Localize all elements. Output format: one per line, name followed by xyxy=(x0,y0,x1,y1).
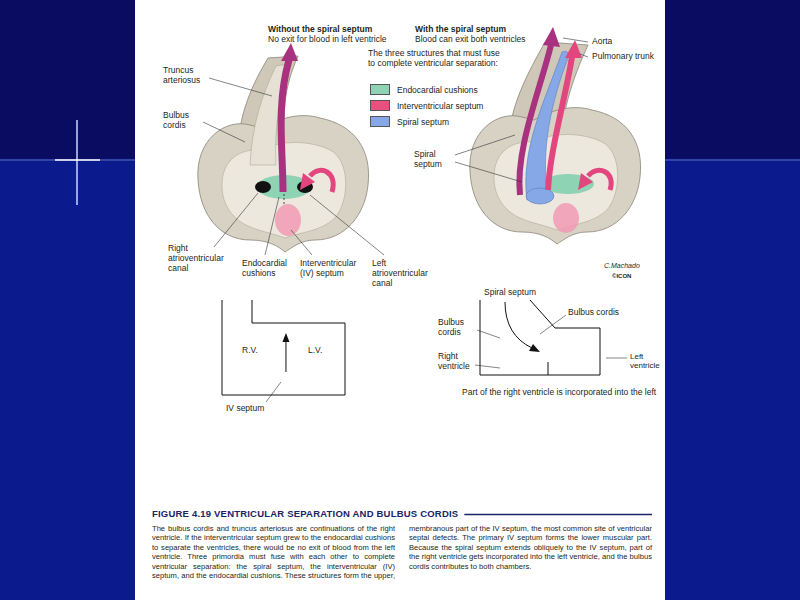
illustration-part xyxy=(553,203,579,233)
publisher-mark: ©ICON xyxy=(612,273,631,280)
slide-glint xyxy=(55,159,100,161)
chamber-label: R.V. xyxy=(242,345,258,355)
septum-arrow xyxy=(285,340,286,372)
artist-signature: C.Machado xyxy=(604,262,640,270)
illustration-part xyxy=(275,204,301,236)
legend-text: Endocardial cushions xyxy=(397,85,478,95)
illustration-part xyxy=(548,362,549,375)
illustration-part xyxy=(505,302,532,348)
legend-swatch xyxy=(370,84,390,95)
panel-heading: With the spiral septum xyxy=(415,25,506,35)
illustration-part xyxy=(475,365,500,368)
illustration-part xyxy=(255,181,271,193)
figure-title: FIGURE 4.19 VENTRICULAR SEPARATION AND B… xyxy=(152,508,458,519)
title-rule xyxy=(464,514,652,515)
slide-rule xyxy=(0,159,135,160)
illustration-part xyxy=(548,57,572,190)
illustration-part xyxy=(606,358,627,359)
illustration-part xyxy=(281,60,289,192)
part-label: Endocardial cushions xyxy=(242,259,294,279)
panel-subheading: No exit for blood in left ventricle xyxy=(268,35,387,45)
part-label: Aorta xyxy=(592,37,612,47)
part-label: Left atrioventricular canal xyxy=(372,259,436,288)
legend-row: Spiral septum xyxy=(370,116,449,127)
illustration-part xyxy=(588,170,611,190)
illustration-part xyxy=(291,230,312,255)
part-label: IV septum xyxy=(226,404,264,414)
legend-text: Interventricular septum xyxy=(397,101,483,111)
legend-heading: The three structures that must fuse to c… xyxy=(368,49,500,69)
illustration-part xyxy=(563,38,588,42)
legend-swatch xyxy=(370,116,390,127)
leader-lines xyxy=(203,38,627,402)
part-label: Right atrioventricular canal xyxy=(168,244,232,273)
ventricle-schematic: R.V. L.V. xyxy=(222,300,345,395)
panel-subheading: Blood can exit both ventricles xyxy=(415,35,526,45)
slide-rule xyxy=(76,120,78,205)
illustration-part xyxy=(265,197,279,255)
illustration-part xyxy=(455,135,515,155)
figure-caption: The bulbus cordis and truncus arteriosus… xyxy=(152,524,652,581)
chamber-label: L.V. xyxy=(308,345,322,355)
legend-text: Spiral septum xyxy=(397,117,449,127)
arrow-head xyxy=(282,333,289,342)
illustration-part xyxy=(266,382,281,402)
part-label: Right ventricle xyxy=(438,352,476,372)
slide-rule xyxy=(665,159,800,160)
part-label: Bulbus cordis xyxy=(568,308,619,318)
heart-without-septum xyxy=(198,43,369,252)
illustration-part xyxy=(529,344,540,352)
legend-row: Interventricular septum xyxy=(370,100,483,111)
schematic-outline xyxy=(222,300,345,395)
part-label: Left ventricle xyxy=(630,352,663,370)
part-label: Truncus arteriosus xyxy=(163,66,209,86)
panel-heading: Without the spiral septum xyxy=(268,25,372,35)
part-label: Spiral septum xyxy=(484,288,536,298)
part-label: Spiral septum xyxy=(414,150,454,170)
illustration-part xyxy=(310,195,384,255)
illustration-part xyxy=(540,315,566,334)
chamber-outline xyxy=(222,300,345,395)
illustration-part xyxy=(203,122,245,142)
illustration-part xyxy=(543,27,560,47)
illustration-part xyxy=(300,173,315,190)
part-label: Interventricular (IV) septum xyxy=(300,259,366,279)
illustration-part xyxy=(580,54,588,57)
illustration-part xyxy=(281,43,298,61)
part-label: Pulmonary trunk xyxy=(592,52,654,62)
schematic-caption: Part of the right ventricle is incorpora… xyxy=(462,388,656,398)
illustration-part xyxy=(519,45,551,195)
illustration-part xyxy=(578,173,593,190)
illustration-part xyxy=(565,40,582,58)
legend-row: Endocardial cushions xyxy=(370,84,478,95)
illustration-part xyxy=(455,162,522,182)
illustration-part xyxy=(526,188,554,204)
legend-swatch xyxy=(370,100,390,111)
illustration-part xyxy=(209,78,272,96)
illustration-part xyxy=(214,193,258,247)
part-label: Bulbus cordis xyxy=(438,318,476,338)
part-label: Bulbus cordis xyxy=(163,111,203,131)
